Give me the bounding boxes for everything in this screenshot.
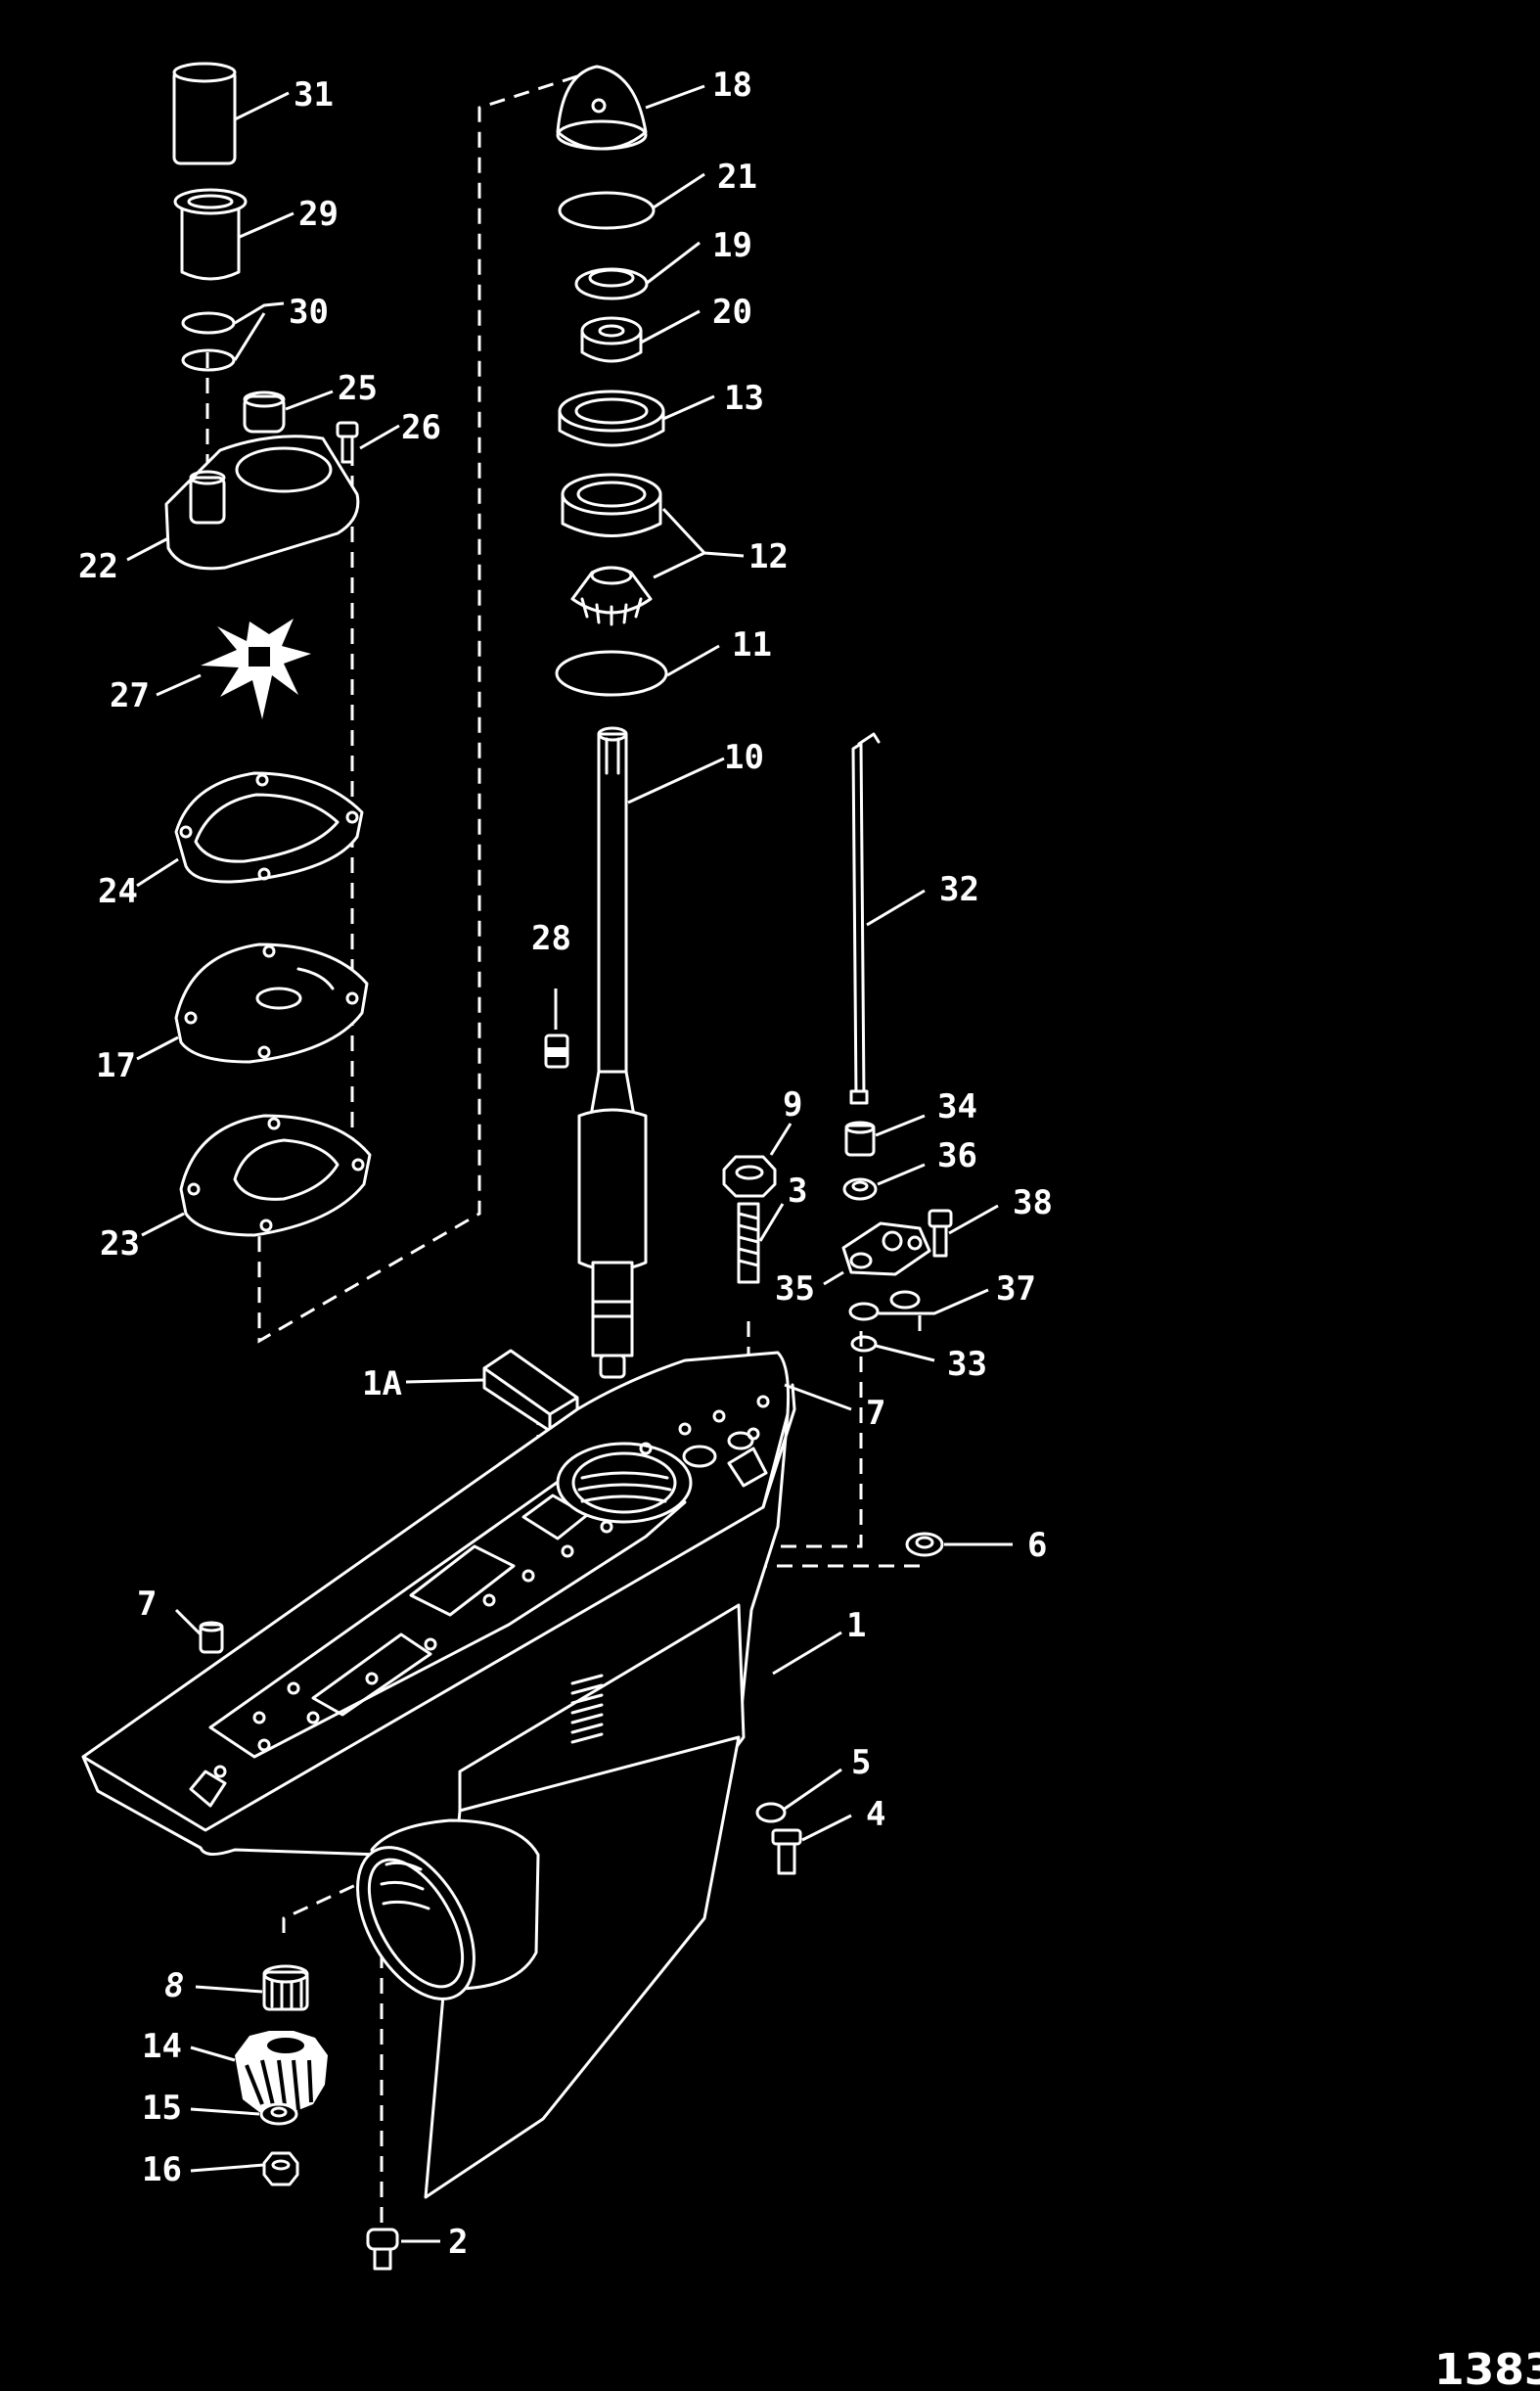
- callout-7-lower: 7: [137, 1585, 157, 1624]
- part-15-washer: [259, 2102, 298, 2126]
- callout-14: 14: [142, 2027, 182, 2066]
- callout-22: 22: [78, 547, 118, 586]
- part-29-bushing: [173, 188, 248, 281]
- part-18-boot: [556, 65, 648, 151]
- part-4-drain-screw: [771, 1828, 802, 1875]
- callout-25: 25: [338, 369, 378, 408]
- part-21-ring: [558, 191, 656, 230]
- part-12-tapered-bearing: [561, 473, 662, 626]
- callout-37: 37: [996, 1269, 1036, 1309]
- callout-18: 18: [712, 66, 752, 105]
- part-17-face-plate: [174, 943, 369, 1064]
- callout-29: 29: [298, 195, 339, 234]
- callout-28: 28: [531, 919, 571, 958]
- callout-34: 34: [937, 1087, 977, 1127]
- part-9-nut: [722, 1155, 777, 1198]
- part-2-plug: [366, 2228, 399, 2271]
- callout-16: 16: [142, 2150, 182, 2189]
- callout-26: 26: [401, 408, 441, 447]
- part-35-coupler: [841, 1221, 931, 1276]
- callout-4: 4: [866, 1795, 885, 1834]
- part-3-stud: [737, 1202, 760, 1284]
- callout-17: 17: [96, 1046, 136, 1085]
- part-1-gear-housing: [81, 1351, 796, 2199]
- part-38-screw: [928, 1209, 953, 1258]
- callout-35: 35: [775, 1269, 815, 1309]
- callout-36: 36: [937, 1136, 977, 1175]
- part-25-grommet: [243, 391, 286, 434]
- callout-1a: 1A: [362, 1364, 402, 1403]
- callout-12: 12: [748, 537, 789, 576]
- callout-19: 19: [712, 226, 752, 265]
- part-37-washers: [848, 1290, 921, 1321]
- part-22-water-pump-housing: [164, 435, 360, 571]
- callout-labels: 31 29 30 25 26 22 27 24 17 23 18 21 19 2…: [78, 66, 1053, 2262]
- callout-24: 24: [98, 872, 138, 911]
- part-13-retainer: [558, 390, 665, 447]
- callout-11: 11: [732, 625, 772, 665]
- part-5-washer: [755, 1802, 787, 1823]
- callout-15: 15: [142, 2089, 182, 2128]
- callout-1: 1: [846, 1606, 866, 1645]
- part-23-gasket: [179, 1114, 372, 1237]
- part-6-nut: [905, 1532, 944, 1557]
- callout-5: 5: [851, 1743, 871, 1782]
- callout-27: 27: [110, 676, 150, 715]
- callout-9: 9: [783, 1085, 802, 1125]
- part-19-bearing: [574, 267, 649, 300]
- callout-10: 10: [724, 738, 764, 777]
- callout-6: 6: [1027, 1526, 1047, 1565]
- part-36-seal: [842, 1177, 878, 1201]
- part-14-pinion-gear: [235, 2031, 328, 2114]
- part-27-impeller: [201, 619, 311, 719]
- callout-8: 8: [164, 1966, 184, 2005]
- callout-33: 33: [947, 1345, 987, 1384]
- callout-20: 20: [712, 293, 752, 332]
- callout-leaders: [126, 84, 1013, 2243]
- callout-13: 13: [724, 379, 764, 418]
- callout-30: 30: [289, 293, 329, 332]
- part-11-ring: [555, 650, 668, 697]
- part-26-screw: [336, 421, 359, 464]
- part-30-o-rings: [181, 311, 236, 372]
- part-24-gasket: [174, 771, 364, 884]
- callout-21: 21: [717, 158, 757, 197]
- part-20-washer: [580, 316, 643, 363]
- part-28-key: [544, 1034, 569, 1069]
- callout-32: 32: [939, 870, 979, 909]
- callout-23: 23: [100, 1224, 140, 1264]
- callout-38: 38: [1013, 1183, 1053, 1222]
- part-34-bushing: [844, 1121, 876, 1157]
- part-10-drive-shaft: [577, 726, 648, 1379]
- part-7-dowel-pin-lower: [199, 1621, 224, 1654]
- callout-31: 31: [294, 75, 334, 115]
- callout-7-upper: 7: [866, 1394, 885, 1433]
- figure-number: 13837: [1434, 2345, 1540, 2391]
- part-33-o-ring: [850, 1335, 878, 1353]
- part-31-sleeve: [172, 62, 237, 165]
- callout-3: 3: [788, 1172, 807, 1211]
- callout-2: 2: [448, 2223, 468, 2262]
- part-8-roller-bearing: [262, 1964, 309, 2011]
- part-32-shift-rod: [849, 732, 881, 1105]
- part-16-nut: [262, 2151, 299, 2186]
